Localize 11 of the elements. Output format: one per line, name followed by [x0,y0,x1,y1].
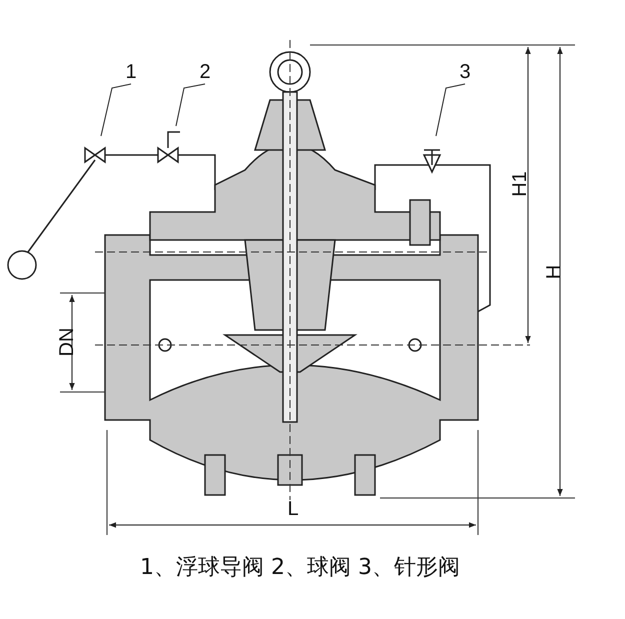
leader-line [100,84,132,136]
dimension-label: H [542,264,566,282]
dimension-label: L [286,497,300,521]
caption: 1、浮球导阀 2、球阀 3、针形阀 [139,556,461,580]
callout-number: 2 [194,60,216,84]
callout-number: 1 [120,60,142,84]
dimension-label: DN [55,326,79,358]
leader-line [436,84,466,136]
callout-number: 3 [454,60,476,84]
dimension-label: H1 [508,170,532,199]
leader-line [176,84,206,126]
